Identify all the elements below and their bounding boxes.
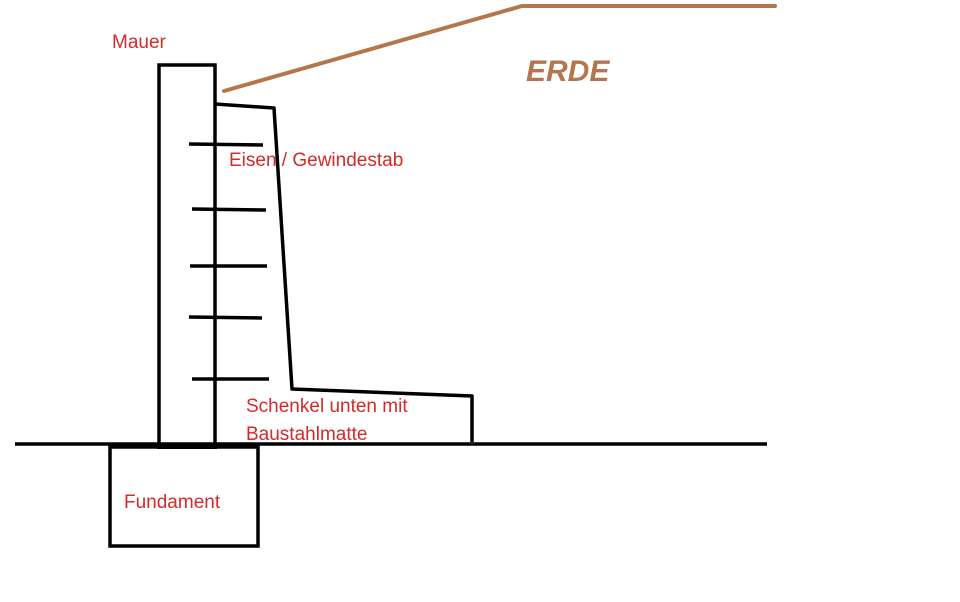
soil-slope-line [222,4,777,93]
rebar-group [188,142,269,381]
rebar-rod [188,142,264,147]
wall-label: Mauer [112,32,167,53]
rebar-rod [191,207,267,212]
base-leg-label-line2: Baustahlmatte [246,424,367,445]
base-leg-label-line1: Schenkel unten mit [246,396,408,417]
rebar-rod [188,315,263,320]
l-shaped-support [214,102,474,442]
wall [157,63,217,447]
foundation-label: Fundament [124,492,221,513]
soil-label: ERDE [526,55,610,88]
rebar-label: Eisen / Gewindestab [229,150,403,171]
